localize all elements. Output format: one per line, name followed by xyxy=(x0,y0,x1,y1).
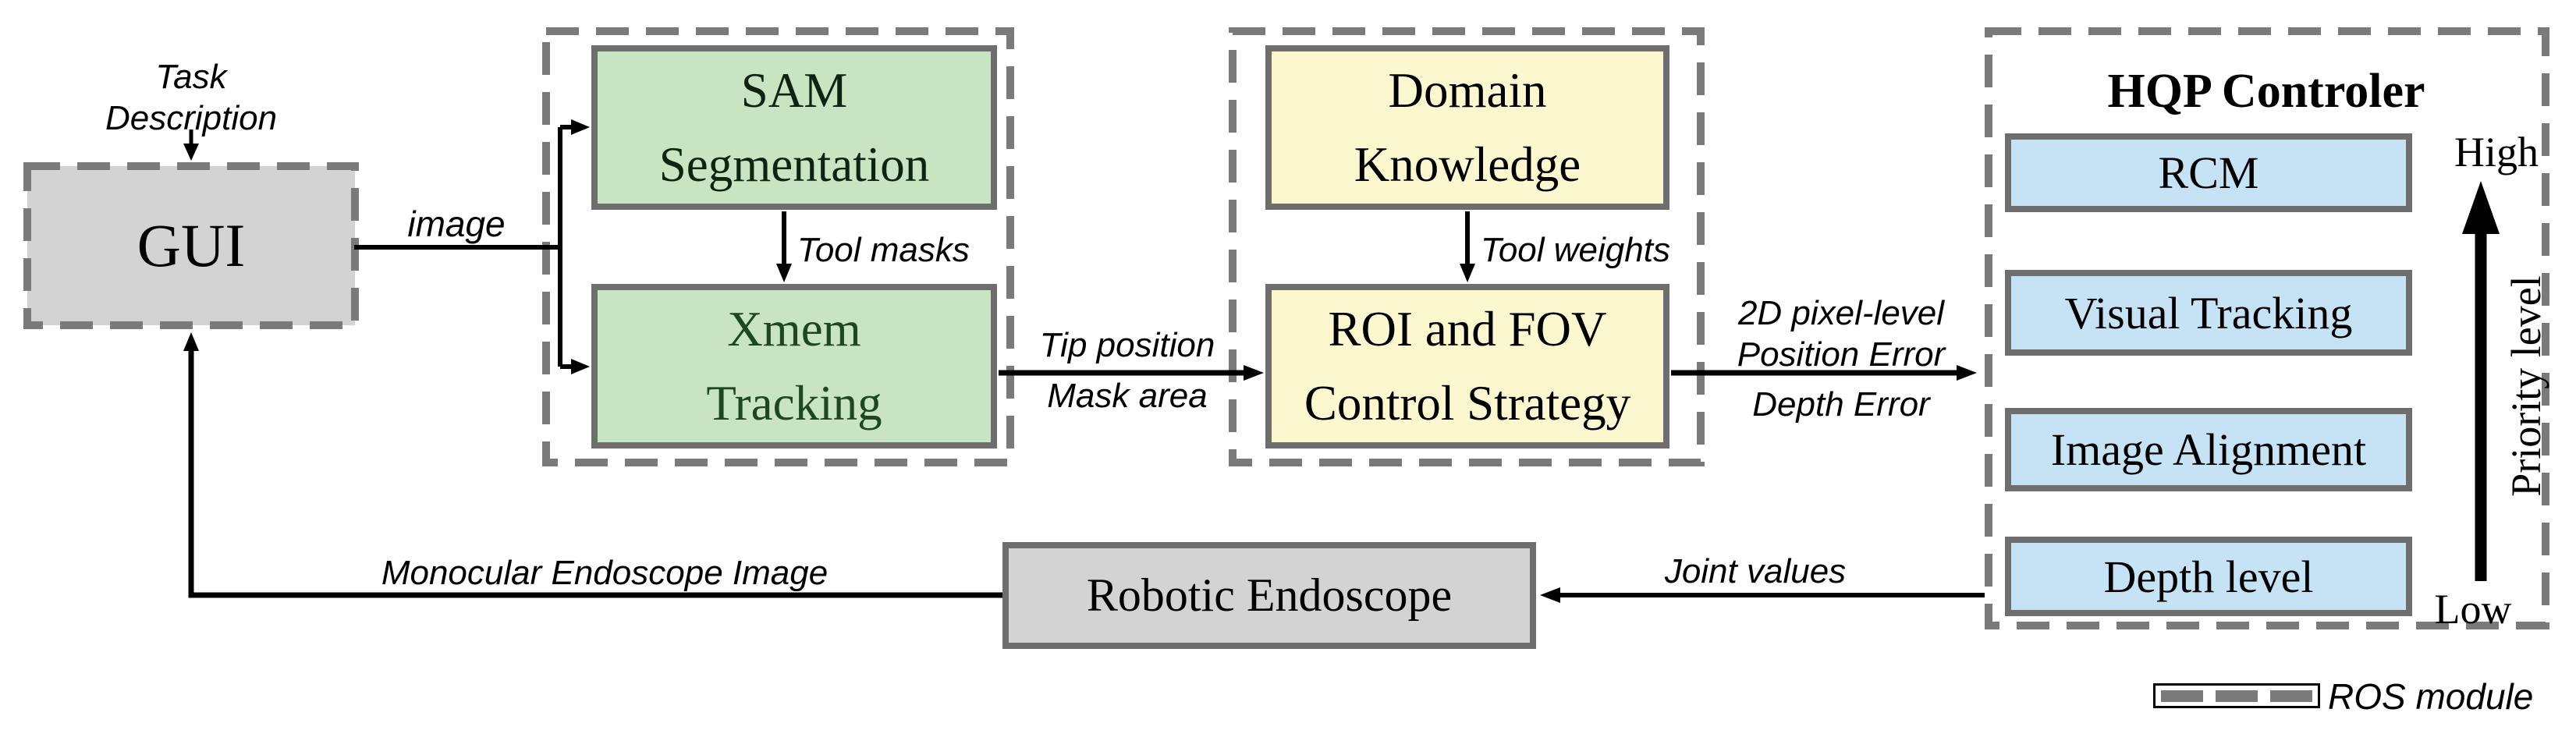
priority-high-label: High xyxy=(2454,129,2539,175)
depth-error-edge-label: Depth Error xyxy=(1752,385,1930,424)
pixel-level-edge-label: 2D pixel-level xyxy=(1737,294,1945,332)
link-gui-image-split xyxy=(354,119,590,374)
legend-dash-icon xyxy=(2161,690,2203,702)
node-xmem-tracking: Xmem Tracking xyxy=(591,284,997,448)
arrow-tool-weights xyxy=(1460,211,1475,282)
hqp-task-image-alignment: Image Alignment xyxy=(2005,408,2412,491)
arrow-joint-values xyxy=(1540,587,1985,603)
arrow-tip-position-mask-area xyxy=(999,365,1264,381)
node-domain-knowledge: Domain Knowledge xyxy=(1265,45,1669,210)
hqp-task-depth-level: Depth level xyxy=(2005,537,2412,616)
tool-masks-edge-label: Tool masks xyxy=(797,231,970,269)
arrow-task-to-gui xyxy=(183,129,199,161)
legend-dash-icon xyxy=(2216,690,2258,702)
hqp-task-visual-tracking: Visual Tracking xyxy=(2005,270,2412,356)
arrow-tool-masks xyxy=(776,211,792,282)
tip-position-edge-label: Tip position xyxy=(1039,326,1215,364)
legend-dash-icon xyxy=(2270,690,2312,702)
task-description-label: Task Description xyxy=(105,58,278,137)
node-sam-segmentation: SAM Segmentation xyxy=(591,45,997,210)
mask-area-edge-label: Mask area xyxy=(1047,377,1208,415)
priority-low-label: Low xyxy=(2434,586,2512,633)
hqp-controller-title: HQP Controler xyxy=(2107,65,2425,118)
container-hqp-border xyxy=(1985,27,2549,629)
node-gui: GUI xyxy=(137,211,246,279)
ros-module-legend-icon xyxy=(2153,683,2320,708)
monocular-endoscope-image-edge-label: Monocular Endoscope Image xyxy=(381,554,829,592)
tool-weights-edge-label: Tool weights xyxy=(1481,231,1670,269)
position-error-edge-label: Position Error xyxy=(1737,335,1946,374)
arrow-priority-axis xyxy=(2462,181,2500,581)
image-edge-label: image xyxy=(407,204,506,244)
priority-axis-label: Priority level xyxy=(2503,275,2549,497)
node-roi-fov-control-strategy: ROI and FOV Control Strategy xyxy=(1265,284,1669,448)
link-monocular-feedback xyxy=(183,332,1004,598)
arrow-position-depth-error xyxy=(1671,365,1977,381)
joint-values-edge-label: Joint values xyxy=(1664,552,1847,590)
hqp-task-rcm: RCM xyxy=(2005,133,2412,212)
node-robotic-endoscope: Robotic Endoscope xyxy=(1002,542,1536,649)
ros-module-legend-label: ROS module xyxy=(2328,676,2534,717)
